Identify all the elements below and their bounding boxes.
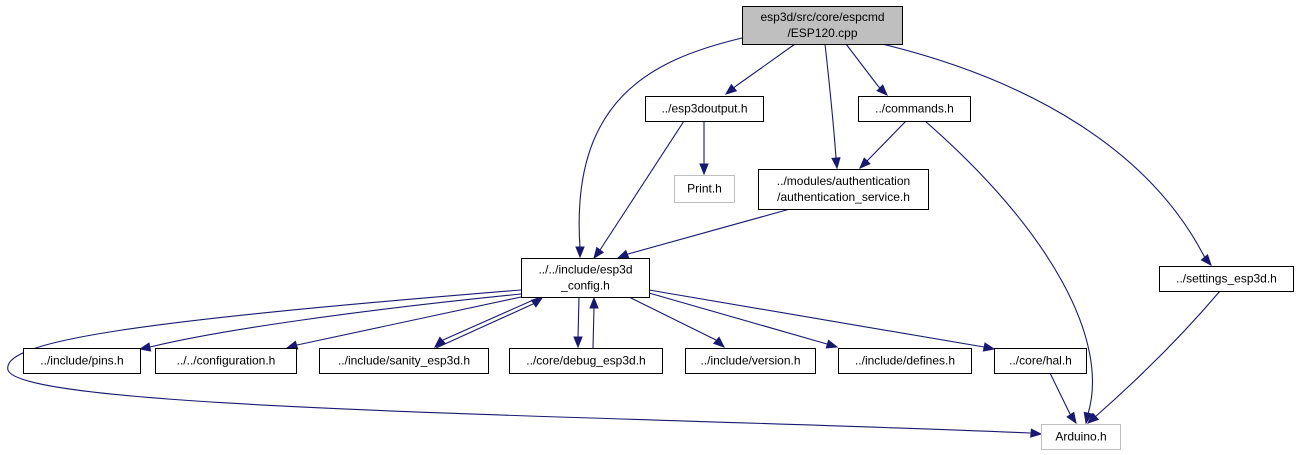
- node-config[interactable]: ../../include/esp3d _config.h: [521, 258, 650, 298]
- node-sanity[interactable]: ../include/sanity_esp3d.h: [319, 348, 489, 374]
- arrowhead-root-settings: [1200, 253, 1212, 267]
- arrowhead-config-sanity: [433, 336, 447, 348]
- arrowhead-config-arduino: [1030, 428, 1043, 438]
- node-box-sanity[interactable]: [319, 348, 489, 374]
- arrowhead-config-defines: [825, 339, 839, 349]
- node-pins[interactable]: ../include/pins.h: [23, 348, 141, 374]
- arrowhead-config-pins: [138, 342, 152, 352]
- arrowhead-config-hal: [982, 342, 996, 352]
- node-label-hal: ../core/hal.h: [1009, 354, 1072, 368]
- node-label-commands: ../commands.h: [875, 102, 954, 116]
- edge-config-version: [628, 296, 717, 341]
- node-label-esp3doutput: ../esp3doutput.h: [661, 102, 747, 116]
- arrowhead-hal-arduino: [1066, 411, 1077, 425]
- node-box-arduino[interactable]: [1041, 424, 1121, 450]
- node-label-settings: ../settings_esp3d.h: [1176, 272, 1277, 286]
- node-box-pins[interactable]: [23, 348, 141, 374]
- arrowhead-commands-auth: [859, 157, 871, 169]
- node-label-arduino: Arduino.h: [1055, 430, 1106, 444]
- node-version[interactable]: ../include/version.h: [685, 348, 816, 374]
- edge-esp3doutput-config: [599, 120, 685, 251]
- arrowhead-auth-config: [616, 249, 630, 259]
- node-box-auth[interactable]: [758, 169, 929, 210]
- node-hal[interactable]: ../core/hal.h: [994, 348, 1087, 374]
- node-label-config-line2: _config.h: [560, 279, 610, 293]
- edge-hal-arduino: [1049, 372, 1071, 415]
- edge-config-configuration: [296, 296, 522, 346]
- edge-auth-config: [627, 208, 791, 255]
- edge-config-arduino: [7, 289, 1031, 434]
- edge-config-sanity: [442, 296, 541, 341]
- node-box-root[interactable]: [742, 6, 903, 45]
- node-defines[interactable]: ../include/defines.h: [838, 348, 972, 374]
- node-box-defines[interactable]: [838, 348, 972, 374]
- node-box-esp3doutput[interactable]: [645, 96, 764, 122]
- node-label-print: Print.h: [687, 182, 722, 196]
- arrowhead-esp3doutput-config: [593, 246, 605, 260]
- node-label-auth-line1: ../modules/authentication: [777, 174, 910, 188]
- edge-settings-arduino: [1094, 290, 1221, 418]
- edge-config-defines: [648, 292, 828, 345]
- edge-commands-auth: [867, 120, 907, 161]
- edge-commands-arduino: [924, 120, 1093, 415]
- node-box-commands[interactable]: [858, 96, 971, 122]
- node-settings[interactable]: ../settings_esp3d.h: [1159, 266, 1294, 292]
- nodes-layer: esp3d/src/core/espcmd/ESP120.cpp ../esp3d…: [23, 6, 1294, 450]
- node-arduino[interactable]: Arduino.h: [1041, 424, 1121, 450]
- node-root[interactable]: esp3d/src/core/espcmd/ESP120.cpp: [742, 6, 903, 45]
- arrowhead-config-debug: [573, 336, 583, 349]
- node-debug[interactable]: ../core/debug_esp3d.h: [509, 348, 663, 374]
- arrowhead-root-commands: [876, 84, 888, 96]
- arrowhead-esp3doutput-print: [699, 163, 709, 176]
- arrowhead-settings-arduino: [1086, 412, 1100, 424]
- edge-root-settings: [881, 43, 1206, 259]
- arrowhead-sanity-config: [530, 297, 544, 308]
- edge-debug-config: [592, 306, 595, 349]
- node-box-hal[interactable]: [994, 348, 1087, 374]
- node-label-root-line1: esp3d/src/core/espcmd: [760, 10, 884, 24]
- arrowhead-config-configuration: [285, 340, 299, 350]
- node-label-version: ../include/version.h: [700, 354, 800, 368]
- node-label-root-line2: /ESP120.cpp: [787, 26, 857, 40]
- edges-layer: [7, 37, 1221, 438]
- node-label-debug: ../core/debug_esp3d.h: [526, 354, 645, 368]
- edge-config-pins: [149, 293, 522, 348]
- arrowhead-config-version: [712, 336, 726, 348]
- node-box-print[interactable]: [674, 175, 735, 203]
- edge-config-debug: [577, 296, 580, 339]
- node-label-auth-line2: /authentication_service.h: [777, 190, 910, 204]
- node-box-configuration[interactable]: [155, 348, 297, 374]
- edge-root-commands: [845, 43, 879, 87]
- edge-sanity-config: [435, 303, 534, 349]
- node-configuration[interactable]: ../../configuration.h: [155, 348, 297, 374]
- edge-root-config: [578, 37, 743, 249]
- node-commands[interactable]: ../commands.h: [858, 96, 971, 122]
- node-label-sanity: ../include/sanity_esp3d.h: [338, 354, 470, 368]
- arrowhead-root-auth: [831, 157, 841, 170]
- node-box-debug[interactable]: [509, 348, 663, 374]
- edge-config-hal: [648, 289, 985, 348]
- edge-root-esp3doutput: [735, 43, 796, 87]
- arrowhead-commands-arduino: [1083, 411, 1093, 425]
- node-label-pins: ../include/pins.h: [40, 354, 123, 368]
- node-label-config-line1: ../../include/esp3d: [538, 263, 632, 277]
- node-box-version[interactable]: [685, 348, 816, 374]
- arrowhead-root-esp3doutput: [724, 83, 738, 95]
- node-print[interactable]: Print.h: [674, 175, 735, 203]
- node-label-configuration: ../../configuration.h: [177, 354, 276, 368]
- node-auth[interactable]: ../modules/authentication/authentication…: [758, 169, 929, 210]
- node-box-settings[interactable]: [1159, 266, 1294, 292]
- arrowhead-debug-config: [589, 296, 599, 309]
- node-label-defines: ../include/defines.h: [855, 354, 955, 368]
- arrowhead-root-config: [575, 246, 585, 259]
- node-esp3doutput[interactable]: ../esp3doutput.h: [645, 96, 764, 122]
- node-box-config[interactable]: [521, 258, 650, 298]
- edge-root-auth: [824, 43, 837, 159]
